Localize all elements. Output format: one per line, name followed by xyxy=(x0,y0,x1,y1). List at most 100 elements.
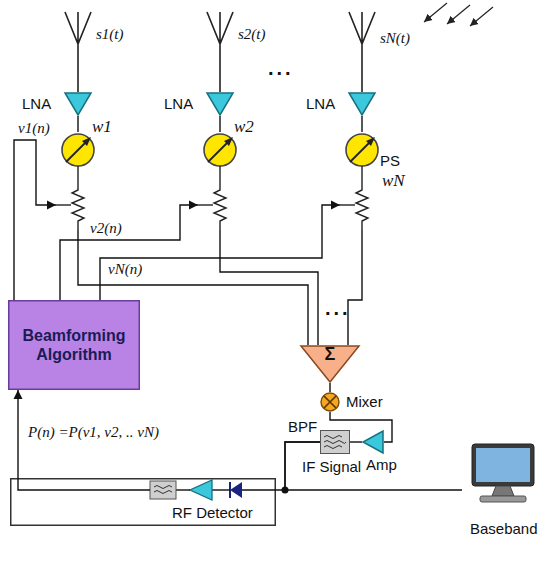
drawing-part xyxy=(176,489,190,490)
node-label: LNA xyxy=(306,95,335,112)
phase-shifter: w1 xyxy=(56,132,100,230)
drawing-part xyxy=(230,482,242,498)
drawing-part xyxy=(56,204,71,205)
drawing-part xyxy=(18,478,150,490)
phase-shifter: w2 xyxy=(198,132,242,230)
signal-wire xyxy=(348,230,362,345)
summer: Σ xyxy=(300,345,360,383)
drawing-part xyxy=(492,486,514,496)
mixer-shape xyxy=(320,392,340,412)
drawing-part xyxy=(190,480,212,500)
node-label: w2 xyxy=(234,118,254,135)
lna-amplifier-shape xyxy=(348,92,376,116)
antenna-symbol xyxy=(65,12,91,92)
ellipsis-mark: ... xyxy=(266,60,296,77)
node-label: LNA xyxy=(164,95,193,112)
if-amplifier-shape xyxy=(362,430,384,454)
node-label: BPF xyxy=(288,418,317,435)
node-label: IF Signal xyxy=(302,458,361,475)
drawing-part xyxy=(150,481,176,499)
lna-amplifier-shape xyxy=(64,92,92,116)
bandpass-filter: BPFIF Signal xyxy=(320,430,350,454)
lna-amplifier-shape xyxy=(206,92,234,116)
lna-amplifier: LNA xyxy=(348,92,376,116)
phase-shifter-shape xyxy=(56,132,100,230)
ellipsis-mark: ... xyxy=(323,300,353,317)
signal-wire xyxy=(350,441,362,442)
node-label: PS xyxy=(380,152,400,169)
signal-wire xyxy=(100,205,340,300)
drawing-part xyxy=(212,489,230,490)
node-label: Σ xyxy=(325,346,336,363)
drawing-part xyxy=(82,137,91,146)
drawing-part xyxy=(472,444,534,486)
drawing-part xyxy=(72,166,84,230)
algorithm-box: Beamforming Algorithm xyxy=(8,300,140,390)
node-label: Mixer xyxy=(346,393,383,410)
signal-label: s2(t) xyxy=(236,26,268,43)
wire-label: vN(n) xyxy=(106,261,144,278)
drawing-part xyxy=(207,93,233,115)
signal-wire xyxy=(361,116,362,132)
drawing-part xyxy=(214,166,226,230)
drawing-part xyxy=(349,93,375,115)
wire-label: v2(n) xyxy=(88,220,124,237)
if-amplifier: Amp xyxy=(362,430,384,454)
phase-shifter-shape xyxy=(340,132,384,230)
node-label: RF Detector xyxy=(172,504,253,521)
drawing-part xyxy=(340,204,355,205)
algorithm-box-shape xyxy=(8,300,140,390)
phase-shifter-shape xyxy=(198,132,242,230)
drawing-part xyxy=(346,134,378,166)
phase-shifter: PSwN xyxy=(340,132,384,230)
node-label: Beamforming Algorithm xyxy=(16,326,132,364)
wave-arrow xyxy=(424,3,447,22)
drawing-part xyxy=(321,393,339,411)
drawing-part xyxy=(324,436,346,449)
signal-wire xyxy=(285,442,462,490)
signal-wire xyxy=(17,390,18,478)
signal-wire xyxy=(77,116,78,132)
drawing-part xyxy=(476,448,530,482)
wave-arrow xyxy=(447,5,470,24)
baseband-monitor: Baseband xyxy=(462,440,542,516)
drawing-part xyxy=(301,346,359,382)
incoming-wave xyxy=(424,3,493,26)
drawing-part xyxy=(198,204,213,205)
wire-label: v1(n) xyxy=(16,120,52,137)
signal-wire xyxy=(329,383,330,392)
baseband-monitor-shape xyxy=(462,440,542,516)
signal-label: s1(t) xyxy=(94,26,126,43)
lna-amplifier: LNA xyxy=(206,92,234,116)
drawing-part xyxy=(65,93,91,115)
lna-amplifier: LNA xyxy=(64,92,92,116)
mixer: Mixer xyxy=(320,392,340,412)
drawing-part xyxy=(154,486,172,494)
drawing-part xyxy=(242,489,276,490)
node-label: Amp xyxy=(366,456,397,473)
drawing-part xyxy=(356,166,368,230)
signal-wire xyxy=(14,140,56,300)
drawing-part xyxy=(204,134,236,166)
drawing-part xyxy=(224,137,233,146)
node-label: w1 xyxy=(92,118,112,135)
signal-label: sN(t) xyxy=(378,30,412,47)
drawing-part xyxy=(9,301,140,390)
bandpass-filter-shape xyxy=(320,430,350,454)
drawing-part xyxy=(11,479,276,526)
drawing-part xyxy=(62,134,94,166)
drawing-part xyxy=(321,431,350,454)
drawing-part xyxy=(480,496,526,502)
drawing-part xyxy=(366,137,375,146)
signal-wire xyxy=(220,230,318,345)
antenna-symbol xyxy=(207,12,233,92)
rf-detector: RF Detector xyxy=(10,478,276,526)
node-label: LNA xyxy=(22,95,51,112)
drawing-part xyxy=(363,431,383,453)
antenna-group xyxy=(65,12,375,92)
wave-arrow xyxy=(470,7,493,26)
antenna-symbol xyxy=(349,12,375,92)
